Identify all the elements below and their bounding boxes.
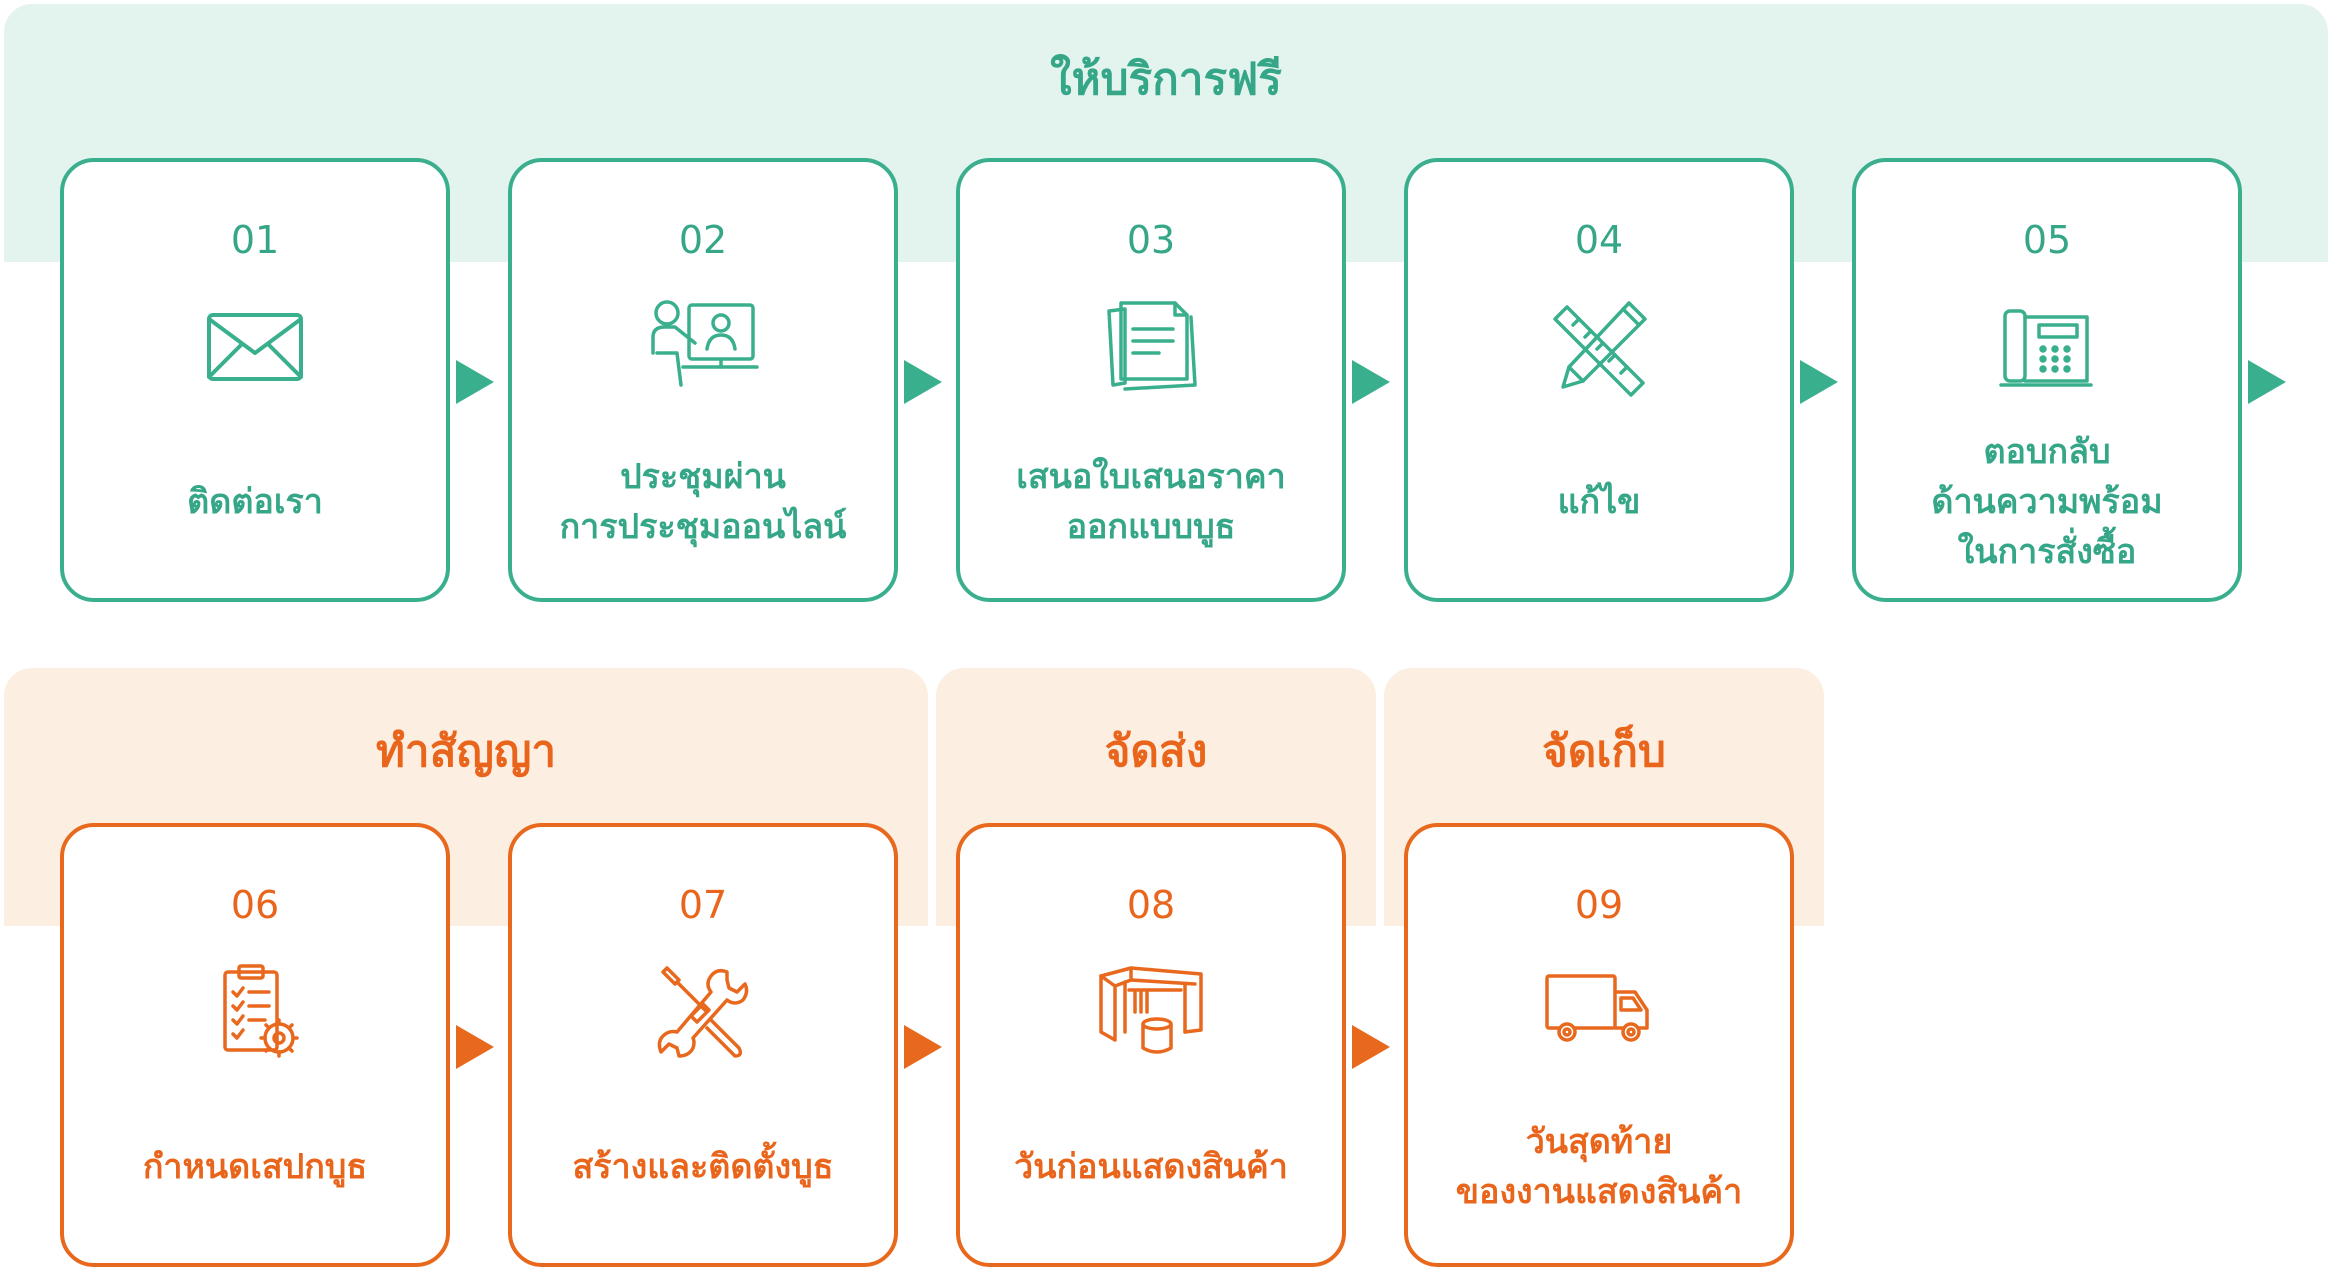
arrow-right-icon (1352, 1025, 1390, 1069)
step-number: 02 (678, 218, 728, 262)
documents-icon (1107, 301, 1197, 391)
step-label: เสนอใบเสนอราคา ออกแบบบูธ (1016, 457, 1286, 547)
arrow-right-icon (2248, 360, 2286, 404)
arrow-right-icon (456, 360, 494, 404)
step-number: 04 (1574, 218, 1624, 262)
arrow-right-icon (456, 1025, 494, 1069)
online-meeting-icon (651, 300, 759, 387)
step-label: ประชุมผ่าน การประชุมออนไลน์ (559, 457, 847, 547)
contract-title: ทำสัญญา (375, 726, 557, 777)
step-card-09: 09 วันสุดท้าย ของงานแสดงสินค้า (1404, 823, 1794, 1267)
step-number: 05 (2022, 218, 2072, 262)
wrench-screwdriver-icon (657, 966, 749, 1058)
step-number: 01 (230, 218, 280, 262)
step-label: วันสุดท้าย ของงานแสดงสินค้า (1455, 1122, 1743, 1212)
envelope-icon (207, 313, 303, 381)
step-number: 03 (1126, 218, 1176, 262)
step-number: 08 (1126, 883, 1176, 927)
step-label: กำหนดเสปกบูธ (142, 1147, 368, 1187)
delivery-truck-icon (1545, 974, 1649, 1042)
arrow-right-icon (1800, 360, 1838, 404)
step-label: แก้ไข (1557, 482, 1641, 522)
step-card-02: 02 ประชุมผ่าน การประชุมออนไลน์ (508, 158, 898, 602)
step-card-03: 03 เสนอใบเสนอราคา ออกแบบบูธ (956, 158, 1346, 602)
step-card-06: 06 กำหนดเสปกบูธ (60, 823, 450, 1267)
clipboard-gear-icon (223, 964, 299, 1058)
arrow-right-icon (904, 360, 942, 404)
delivery-title: จัดส่ง (1104, 726, 1208, 777)
step-label: สร้างและติดตั้งบูธ (572, 1147, 834, 1187)
arrow-right-icon (1352, 360, 1390, 404)
step-number: 06 (230, 883, 280, 927)
step-number: 09 (1574, 883, 1624, 927)
exhibition-booth-icon (1099, 966, 1203, 1054)
telephone-icon (1999, 309, 2093, 387)
step-card-08: 08 วันก่อนแสดงสินค้า (956, 823, 1346, 1267)
step-card-05: 05 ตอบกลับ ด้านความพร้อม ในการสั่งซื้อ (1852, 158, 2242, 602)
arrow-right-icon (904, 1025, 942, 1069)
step-label: ตอบกลับ ด้านความพร้อม ในการสั่งซื้อ (1931, 432, 2163, 572)
storage-title: จัดเก็บ (1542, 726, 1666, 777)
step-label: ติดต่อเรา (187, 482, 323, 522)
free-service-title: ให้บริการฟรี (1050, 54, 1282, 105)
pencil-ruler-icon (1553, 301, 1647, 397)
step-label: วันก่อนแสดงสินค้า (1014, 1147, 1288, 1187)
step-card-04: 04 แก้ไข (1404, 158, 1794, 602)
step-number: 07 (678, 883, 728, 927)
step-card-01: 01 ติดต่อเรา (60, 158, 450, 602)
step-card-07: 07 สร้างและติดตั้งบูธ (508, 823, 898, 1267)
